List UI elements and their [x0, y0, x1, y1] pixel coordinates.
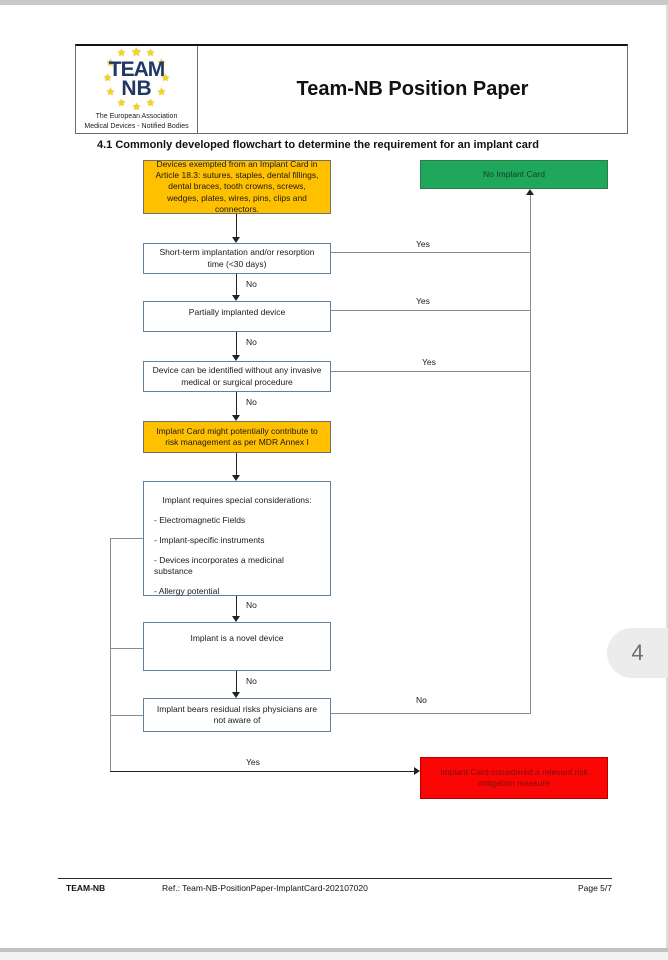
edge-label-yes: Yes [416, 239, 430, 249]
footer-page-number: Page 5/7 [577, 883, 612, 893]
connector-line [236, 274, 237, 296]
flow-node-risk-mitigation: Implant Card considered a relevant risk … [420, 757, 608, 799]
arrow-right-icon [414, 767, 420, 775]
team-nb-logo: TEAM NB The European Association Medical… [76, 46, 198, 133]
flow-node-special-considerations: Implant requires special considerations:… [143, 481, 331, 596]
connector-line [236, 214, 237, 238]
logo-word-nb: NB [121, 77, 152, 100]
connector-line [110, 538, 143, 539]
connector-line [110, 538, 111, 771]
arrow-down-icon [232, 475, 240, 481]
consideration-item: - Implant-specific instruments [154, 535, 265, 546]
edge-label-no: No [246, 676, 257, 686]
connector-line [236, 392, 237, 416]
connector-line [331, 713, 531, 714]
flow-node-risk-management: Implant Card might potentially contribut… [143, 421, 331, 453]
logo-caption-bodies: Medical Devices - Notified Bodies [84, 123, 189, 130]
header-title-cell: Team-NB Position Paper [198, 46, 627, 133]
viewer-bottom-strip [0, 952, 668, 960]
flow-node-no-implant-card: No Implant Card [420, 160, 608, 189]
eu-star-icon [117, 99, 126, 109]
arrow-down-icon [232, 415, 240, 421]
arrow-down-icon [232, 692, 240, 698]
page-indicator-pill: 4 [607, 628, 668, 678]
connector-line [236, 596, 237, 617]
flow-node-short-term: Short-term implantation and/or resorptio… [143, 243, 331, 274]
viewer-right-edge [666, 5, 668, 948]
arrow-down-icon [232, 355, 240, 361]
edge-label-yes: Yes [246, 757, 260, 767]
eu-star-icon [146, 99, 155, 109]
edge-label-no: No [416, 695, 427, 705]
viewer-top-edge [0, 0, 668, 5]
edge-label-yes: Yes [416, 296, 430, 306]
eu-star-icon [132, 103, 141, 113]
paper-title: Team-NB Position Paper [296, 78, 529, 100]
logo-word-team: TEAM [108, 58, 166, 81]
flow-node-novel-device: Implant is a novel device [143, 622, 331, 671]
connector-line [530, 195, 531, 713]
flow-node-identified-without-procedure: Device can be identified without any inv… [143, 361, 331, 392]
arrow-down-icon [232, 295, 240, 301]
edge-label-no: No [246, 600, 257, 610]
consideration-item: - Devices incorporates a medicinal subst… [154, 555, 284, 577]
section-heading: 4.1 Commonly developed flowchart to dete… [97, 139, 539, 151]
flow-node-partially-implanted: Partially implanted device [143, 301, 331, 332]
connector-line [110, 715, 143, 716]
arrow-down-icon [232, 237, 240, 243]
consideration-item: - Electromagnetic Fields [154, 515, 246, 526]
connector-line [236, 671, 237, 693]
logo-caption-association: The European Association [95, 113, 178, 120]
connector-line [331, 252, 531, 253]
edge-label-no: No [246, 337, 257, 347]
consideration-item: - Allergy potential [154, 586, 220, 597]
considerations-heading: Implant requires special considerations: [162, 495, 312, 505]
connector-line [236, 332, 237, 356]
connector-line [110, 771, 414, 772]
footer-divider [58, 878, 612, 879]
eu-star-icon [131, 46, 142, 58]
connector-line [236, 453, 237, 475]
header-table: TEAM NB The European Association Medical… [75, 44, 628, 134]
edge-label-no: No [246, 279, 257, 289]
arrow-down-icon [232, 616, 240, 622]
connector-line [331, 310, 531, 311]
connector-line [110, 648, 143, 649]
connector-line [331, 371, 531, 372]
edge-label-no: No [246, 397, 257, 407]
viewer-bottom-edge [0, 948, 668, 952]
footer-reference: Ref.: Team-NB-PositionPaper-ImplantCard-… [162, 883, 368, 893]
edge-label-yes: Yes [422, 357, 436, 367]
footer-org: TEAM-NB [66, 883, 106, 893]
arrow-up-icon [526, 189, 534, 195]
flow-node-exempted-devices: Devices exempted from an Implant Card in… [143, 159, 331, 214]
flow-node-residual-risks: Implant bears residual risks physicians … [143, 698, 331, 732]
